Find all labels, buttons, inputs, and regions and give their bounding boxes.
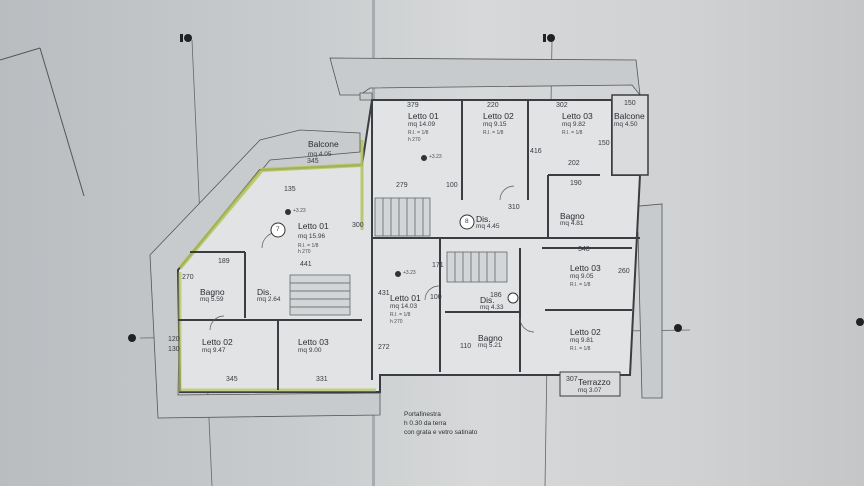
room-ratio: R.I. = 1/8 xyxy=(408,130,429,136)
dimension-label: 202 xyxy=(568,160,580,167)
room-area: mq 5.21 xyxy=(478,342,502,349)
room-name: Letto 02 xyxy=(202,337,233,347)
dimension-label: 220 xyxy=(487,102,499,109)
dimension-label: 150 xyxy=(624,100,636,107)
room-ratio: R.I. = 1/8 xyxy=(390,312,411,318)
room-ratio: R.I. = 1/8 xyxy=(483,130,504,136)
room-name: Letto 01 xyxy=(408,111,439,121)
dimension-label: 300 xyxy=(352,222,364,229)
dimension-label: 416 xyxy=(530,148,542,155)
room-name: Balcone xyxy=(614,111,645,121)
dimension-label: 150 xyxy=(598,140,610,147)
room-ratio: R.I. = 1/8 xyxy=(570,282,591,288)
room-area: mq 4.33 xyxy=(480,304,504,311)
dimension-label: 120 xyxy=(168,336,180,343)
room-name: Letto 01 xyxy=(390,293,421,303)
section-marker-left xyxy=(128,334,136,342)
note-line: h 0.30 da terra xyxy=(404,420,447,427)
dimension-label: 331 xyxy=(316,376,328,383)
dimension-label: 348 xyxy=(578,246,590,253)
room-area: mq 4.81 xyxy=(560,220,584,227)
dimension-label: 441 xyxy=(300,261,312,268)
room-area: mq 2.64 xyxy=(257,296,281,303)
dimension-label: 190 xyxy=(570,180,582,187)
room-name: Letto 03 xyxy=(562,111,593,121)
room-name: Letto 03 xyxy=(570,263,601,273)
dimension-label: 135 xyxy=(284,186,296,193)
level-mark: +3.23 xyxy=(429,154,442,160)
dimension-label: 272 xyxy=(378,344,390,351)
room-area: mq 4.45 xyxy=(476,223,500,230)
room-height: h 270 xyxy=(298,249,311,255)
stairs-middle xyxy=(446,251,508,283)
dimension-label: 130 xyxy=(168,346,180,353)
dimension-label: 171 xyxy=(432,262,444,269)
room-area: mq 4.05 xyxy=(308,151,332,158)
stairs-upper xyxy=(374,197,431,237)
dimension-label: 345 xyxy=(307,158,319,165)
section-marker-far-right xyxy=(856,318,864,326)
room-name: Dis. xyxy=(476,214,491,224)
dimension-label: 307 xyxy=(566,376,578,383)
room-area: mq 3.07 xyxy=(578,387,602,394)
dimension-label: 100 xyxy=(430,294,442,301)
room-name: Letto 01 xyxy=(298,221,329,231)
room-area: mq 15.96 xyxy=(298,233,326,240)
room-name: Letto 02 xyxy=(570,327,601,337)
note-line: con grata e vetro satinato xyxy=(404,429,478,436)
section-marker-top-left xyxy=(180,34,192,42)
room-name: Terrazzo xyxy=(578,377,611,387)
dimension-label: 110 xyxy=(460,343,472,350)
dimension-label: 279 xyxy=(396,182,408,189)
dimension-label: 189 xyxy=(218,258,230,265)
dimension-label: 186 xyxy=(490,292,502,299)
stairs-left xyxy=(289,274,351,316)
room-area: mq 9.15 xyxy=(483,121,507,128)
dimension-label: 379 xyxy=(407,102,419,109)
room-area: mq 9.81 xyxy=(570,337,594,344)
room-ratio: R.I. = 1/8 xyxy=(562,130,583,136)
room-height: h 270 xyxy=(390,319,403,325)
room-ratio: R.I. = 1/8 xyxy=(570,346,591,352)
window-note: Portafinestra h 0.30 da terra con grata … xyxy=(404,410,477,437)
room-name: Letto 02 xyxy=(483,111,514,121)
note-line: Portafinestra xyxy=(404,411,441,418)
section-marker-right xyxy=(674,324,682,332)
floor-area xyxy=(176,94,649,397)
dimension-label: 100 xyxy=(446,182,458,189)
room-marker: 8 xyxy=(465,218,469,225)
room-name: Dis. xyxy=(480,295,495,305)
dimension-label: 270 xyxy=(182,274,194,281)
room-area: mq 5.59 xyxy=(200,296,224,303)
level-mark: +3.23 xyxy=(403,270,416,276)
room-area: mq 9.00 xyxy=(298,347,322,354)
room-area: mq 9.82 xyxy=(562,121,586,128)
room-name: Balcone xyxy=(308,139,339,149)
roof-outline xyxy=(149,57,663,419)
dimension-label: 345 xyxy=(226,376,238,383)
room-area: mq 4.50 xyxy=(614,121,638,128)
room-area: mq 14.09 xyxy=(408,121,436,128)
room-name: Bagno xyxy=(560,211,585,221)
room-area: mq 9.47 xyxy=(202,347,226,354)
room-marker: 7 xyxy=(276,226,280,233)
room-name: Letto 03 xyxy=(298,337,329,347)
dimension-label: 302 xyxy=(556,102,568,109)
dimension-label: 260 xyxy=(618,268,630,275)
room-area: mq 9.05 xyxy=(570,273,594,280)
dimension-label: 431 xyxy=(378,290,390,297)
dimension-label: 310 xyxy=(508,204,520,211)
level-mark: +3.23 xyxy=(293,208,306,214)
room-name: Bagno xyxy=(478,333,503,343)
room-area: mq 14.03 xyxy=(390,303,418,310)
room-height: h 270 xyxy=(408,137,421,143)
room-name: Dis. xyxy=(257,287,272,297)
section-marker-top-right xyxy=(543,34,555,42)
room-name: Bagno xyxy=(200,287,225,297)
room-ratio: R.I. = 1/8 xyxy=(298,243,319,249)
